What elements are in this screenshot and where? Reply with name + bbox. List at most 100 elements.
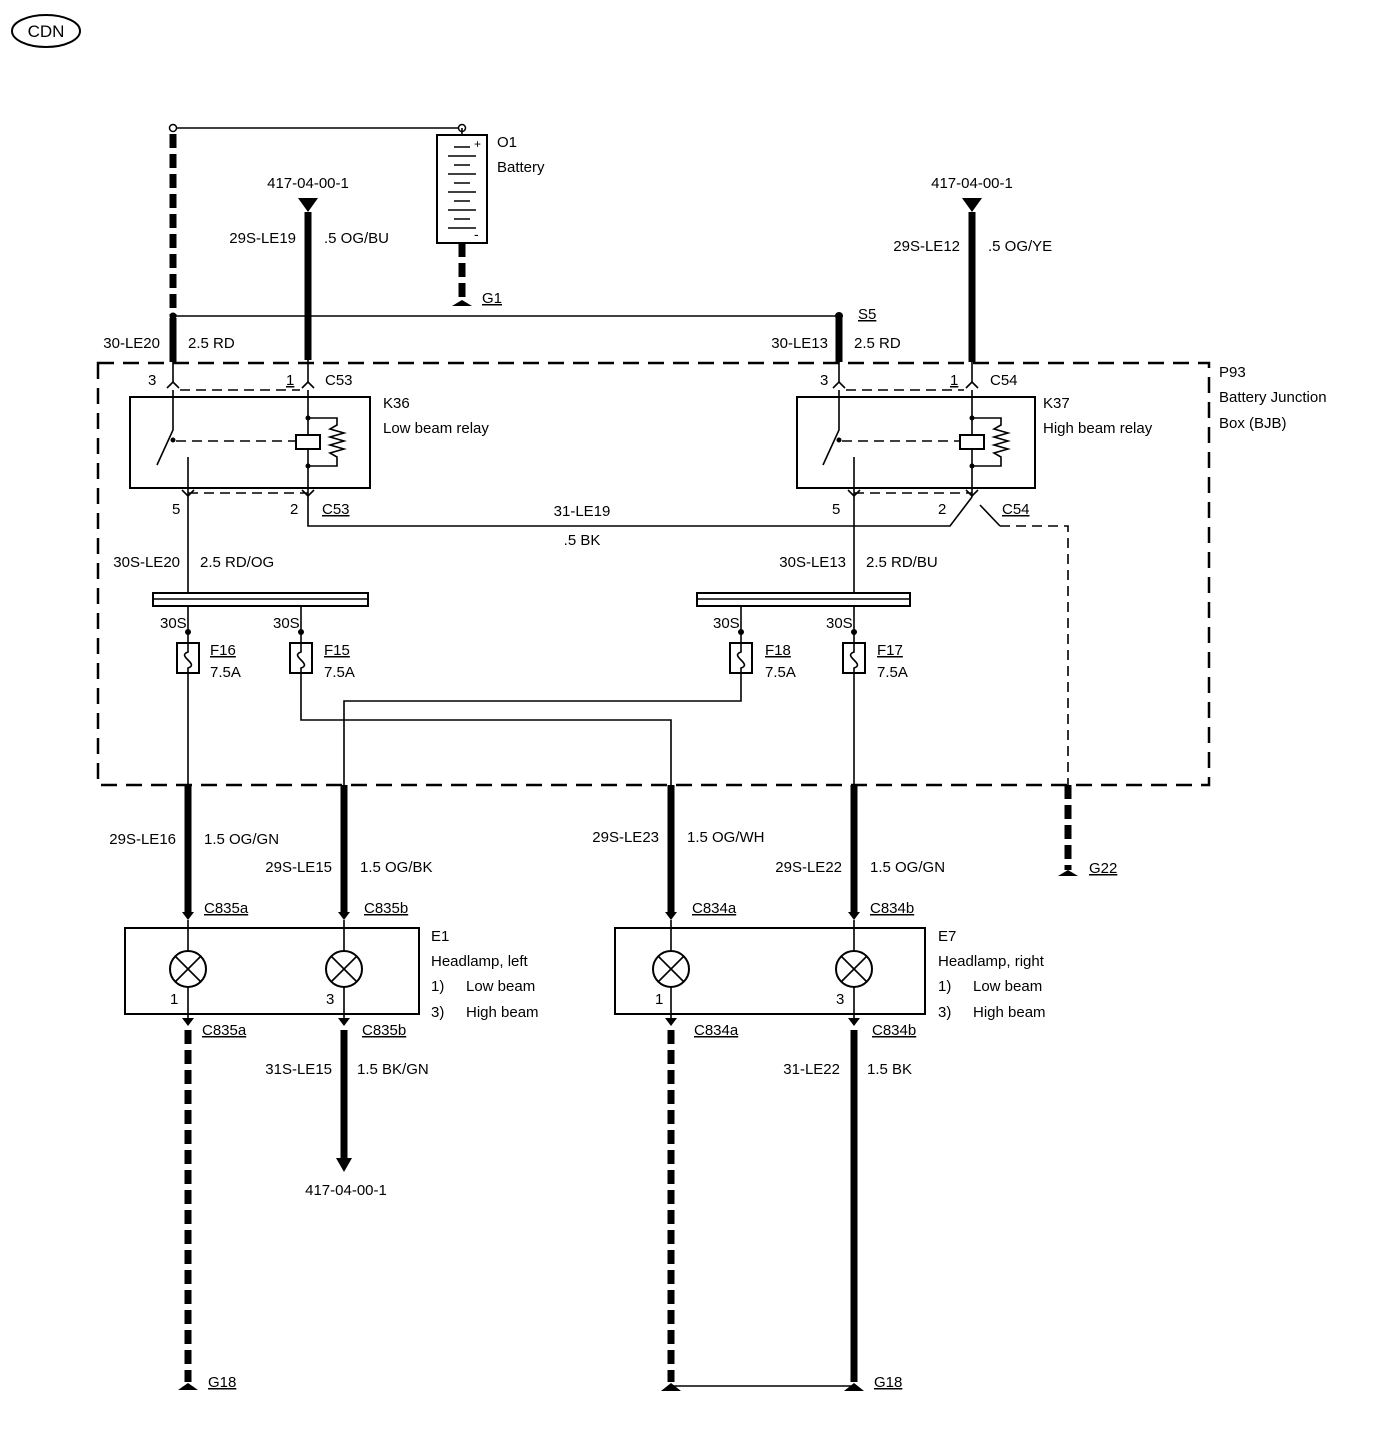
f18-output-crossover [343,673,742,785]
bjb-name-line2: Box (BJB) [1219,415,1287,432]
k36-pin2-label: 2 [290,501,298,518]
e7-pin3-label: 3 [836,991,844,1008]
e1-conn-b-bottom: C835b [362,1022,406,1039]
battery-minus-sign: - [474,226,479,242]
wire-29s-le15-circuit: 29S-LE15 [265,859,332,876]
fuse-f17-rating: 7.5A [877,664,908,681]
fuse-f16-node [185,629,191,635]
e7-body [614,927,926,1015]
k37-bottom-arrows [847,489,979,498]
top-left-ref-arrow [298,198,318,212]
e7-conn-b-top: C834b [870,900,914,917]
e7-id: E7 [938,928,956,945]
e7-legend-3-num: 3) [938,1004,951,1021]
k36-coil [295,434,321,450]
battery-symbol [436,134,488,244]
e1-conn-b-top: C835b [364,900,408,917]
k36-switch-contact [156,390,174,466]
wire-29s-le16-spec: 1.5 OG/GN [204,831,279,848]
k37-pin3-arrow [832,380,846,389]
k36-pin1-label: 1 [286,372,294,389]
fuse-f17-element [849,643,859,673]
battery-id: O1 [497,134,517,151]
battery-name: Battery [497,159,545,176]
k36-coil-node-top [305,415,311,421]
cdn-badge-outline [11,14,81,48]
wire-31-le22-circuit: 31-LE22 [783,1061,840,1078]
e7-lamp-high-beam-cross [840,955,868,983]
wire-29s-le19-circuit: 29S-LE19 [229,230,296,247]
cdn-badge-text: CDN [28,22,65,41]
bjb-outline [96,361,1211,787]
fuse-f15-bus: 30S [273,615,300,632]
top-left-ref-label: 417-04-00-1 [267,175,349,192]
wire-31-le19 [307,496,1001,527]
bjb-name-line1: Battery Junction [1219,389,1327,406]
wire-31-le19-circuit: 31-LE19 [554,503,611,520]
fuse-f16-rating: 7.5A [210,664,241,681]
splice-s5-label: S5 [858,306,876,323]
k37-pin2-label: 2 [938,501,946,518]
e1-lamp-leads [187,920,345,1018]
k37-pin5-label: 5 [832,501,840,518]
e7-conn-a-top: C834a [692,900,737,917]
e7-legend-1-num: 1) [938,978,951,995]
k37-coil-node-top [969,415,975,421]
g1-ground-symbol [452,300,472,306]
top-right-ref-arrow [962,198,982,212]
wire-31-le19-to-g22 [1000,525,1069,785]
e1-id: E1 [431,928,449,945]
e1-body [124,927,420,1015]
wire-30-le13-spec: 2.5 RD [854,335,901,352]
bjb-id: P93 [1219,364,1246,381]
wire-29s-le23-circuit: 29S-LE23 [592,829,659,846]
k36-bottom-arrows [181,489,315,498]
k36-coil-wiring [307,390,347,497]
e7-lamp-high-beam [835,950,873,988]
k36-contact-pivot [170,437,176,443]
wire-31s-le15-circuit: 31S-LE15 [265,1061,332,1078]
e1-pin3-label: 3 [326,991,334,1008]
fuse-f17-id: F17 [877,642,903,659]
wire-29s-le23-spec: 1.5 OG/WH [687,829,765,846]
battery-section: + - O1 Battery G1 [168,123,545,316]
left-feed-node [169,312,177,320]
fuse-f18-id: F18 [765,642,791,659]
wire-29s-le12-circuit: 29S-LE12 [893,238,960,255]
k36-connector-bottom-label: C53 [322,501,350,518]
e1-conn-a-top: C835a [204,900,249,917]
e1-conn-a-bottom: C835a [202,1022,247,1039]
wire-30-le20-spec: 2.5 RD [188,335,235,352]
e7-legend-3-text: High beam [973,1004,1046,1021]
e1-legend-3-text: High beam [466,1004,539,1021]
fuse-f18-node [738,629,744,635]
e1-legend-1-num: 1) [431,978,444,995]
top-left-reference: 417-04-00-1 29S-LE19 .5 OG/BU [229,175,389,360]
wire-30-le20-circuit: 30-LE20 [103,335,160,352]
g18-right-label: G18 [874,1374,902,1391]
fuse-f17: 30S F17 7.5A [826,606,908,681]
g22-label: G22 [1089,860,1117,877]
k37-contact-pivot [836,437,842,443]
fuse-f18-element [736,643,746,673]
wire-29s-le12-spec: .5 OG/YE [988,238,1052,255]
k36-connector-top-label: C53 [325,372,353,389]
wire-31-le22-spec: 1.5 BK [867,1061,912,1078]
bottom-ref-label: 417-04-00-1 [305,1182,387,1199]
k37-body [796,396,1036,489]
k37-pin3-label: 3 [820,372,828,389]
fuse-f18-bus: 30S [713,615,740,632]
k36-name: Low beam relay [383,420,489,437]
wire-30s-le20-spec: 2.5 RD/OG [200,554,274,571]
e7-lamp-leads [670,920,855,1018]
fuse-f15-element [296,643,306,673]
relay-k37: 3 1 C54 5 2 C54 K37 High beam relay [796,362,1153,518]
e7-lamp-low-beam-cross [657,955,685,983]
fuse-f16: 30S F16 7.5A [160,606,241,681]
headlamp-e7: C834a C834b 1 3 E7 Headlamp, right 1) Lo… [614,900,1046,1039]
k36-coil-node-bottom [305,463,311,469]
fuse-f15: 30S F15 7.5A [273,606,355,681]
e1-name: Headlamp, left [431,953,529,970]
k37-coil-node-bottom [969,463,975,469]
